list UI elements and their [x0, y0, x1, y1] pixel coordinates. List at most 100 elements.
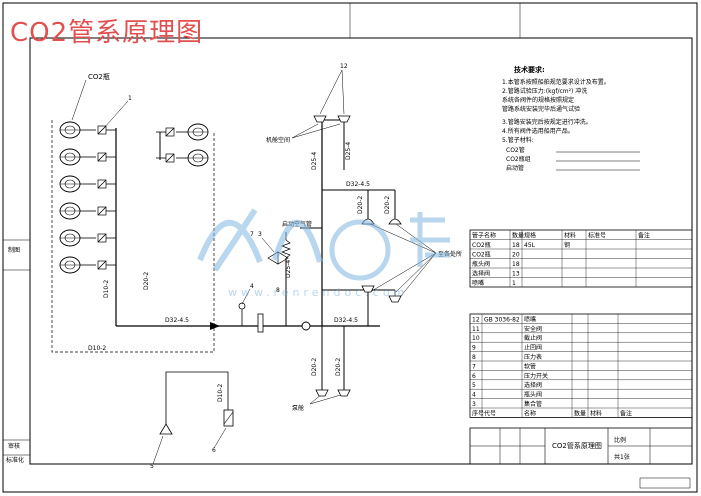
item-7-callout: 7 [250, 231, 254, 238]
pipe-label-5: D32-4.5 [346, 181, 370, 188]
leader [395, 252, 437, 303]
table-cell: 喷嘴 [472, 279, 484, 287]
table-cell: 4 [472, 392, 476, 399]
leader [71, 79, 87, 121]
table-cell: 11 [472, 326, 480, 333]
item-4-callout: 4 [250, 283, 254, 290]
nozzle-icon [388, 218, 402, 225]
table-cell: 45L [524, 242, 536, 249]
spray-room-label: 机舱空间 [266, 136, 290, 144]
table-cell: 18 [512, 242, 520, 249]
valve-callout: 1 [128, 95, 132, 102]
note-line-5: 4.所有阀件选用船用产品。 [502, 127, 574, 135]
note-line-0: 1.本管系按照船舶规范要求设计及布置。 [502, 78, 610, 86]
pipe-label-9: D25-4 [345, 142, 352, 160]
table-cell: 备注 [620, 409, 632, 417]
pipe-label-13: D10-2 [217, 384, 224, 402]
note-field-2: 启动管 [506, 164, 524, 172]
table-cell: 名称 [524, 409, 536, 417]
side-label-2: 标准化 [6, 456, 24, 464]
table-cell: 安全阀 [524, 325, 542, 333]
pipe-label-1: D10-2 [103, 280, 110, 298]
pipe-label-7: D20-2 [384, 196, 391, 214]
note-line-4: 3.管路安装完后按规定进行冲洗。 [502, 118, 592, 126]
table-cell: 压力表 [524, 353, 542, 361]
tee-junction-icon [301, 321, 311, 331]
leader [213, 427, 227, 449]
leader [152, 435, 164, 465]
note-field-0: CO2管 [506, 146, 525, 154]
table-cell: 管子名称 [472, 232, 496, 240]
bottle-valve-icon [97, 125, 116, 135]
pilot-cylinders [156, 123, 209, 167]
leader [319, 69, 343, 115]
table-cell: 20 [512, 252, 520, 259]
leader [395, 252, 437, 293]
table-cell: 规格 [524, 232, 536, 240]
table-cell: 集合管 [524, 400, 542, 408]
table-cell: 选择阀 [524, 381, 542, 389]
pipe-label-dashed: D10-2 [88, 345, 106, 352]
bottle-valve-icon [97, 179, 116, 189]
pilot-cylinder [187, 149, 209, 167]
table-cell: 备注 [638, 232, 650, 240]
table-cell: 瓶头阀 [524, 391, 542, 399]
item-5-callout: 5 [150, 463, 154, 470]
table-cell: 3 [472, 401, 476, 408]
title-block-scale: 比例 [614, 436, 626, 444]
note-line-3: 管路系统安装完毕后通气试验 [502, 105, 580, 113]
nozzles [313, 115, 402, 397]
co2-cylinder [59, 229, 81, 247]
pipe-label-3: D32-4.5 [165, 317, 189, 324]
pipe-label-2: D20-2 [143, 272, 150, 290]
nozzle-icon [315, 389, 329, 397]
co2-cylinder [59, 121, 81, 139]
leader [309, 393, 345, 405]
leader [241, 288, 251, 305]
table-cell: 材料 [590, 409, 602, 417]
title-block-sheet: 共1张 [614, 453, 630, 461]
title-block-name: CO2管系原理图 [552, 441, 602, 450]
nozzle-icon [337, 389, 351, 397]
pipe-label-4: D25-4 [285, 260, 292, 278]
table-cell: 标准号 [588, 232, 606, 240]
nozzle-icon [361, 285, 375, 293]
bottle-valve-icon [97, 233, 116, 243]
table-cell: CO2瓶 [472, 251, 491, 259]
item-8-callout: 8 [276, 287, 280, 294]
release-nozzle-icon [159, 423, 173, 435]
table-cell: 12 [472, 316, 480, 323]
pipe-label-11: D20-2 [311, 358, 318, 376]
side-label-0: 制图 [8, 246, 20, 254]
leader [261, 237, 275, 253]
page-title: CO2管系原理图 [10, 18, 204, 48]
spring-icon [281, 239, 291, 259]
table-cell: 钢 [564, 241, 570, 249]
leader [341, 69, 345, 115]
table-cell: CO2瓶 [472, 241, 491, 249]
pipe-label-8: D25-4 [311, 152, 318, 170]
table-cell: 截止阀 [524, 334, 542, 342]
cylinder-bank [59, 121, 116, 274]
bottle-valve-icon [97, 206, 116, 216]
table-cell: 数量 [512, 232, 524, 240]
item-3-callout: 3 [258, 231, 262, 238]
leader [291, 123, 319, 139]
filter-icon [257, 313, 264, 333]
pipe-label-10: D32-4.5 [334, 317, 358, 324]
table-cell: 6 [472, 373, 476, 380]
bottle-valve-icon [97, 152, 116, 162]
table-cell: 代号 [484, 409, 496, 417]
side-label-1: 审核 [8, 442, 20, 450]
nozzle-icon [337, 115, 351, 123]
notes-heading: 技术要求: [514, 65, 545, 74]
table-cell: 数量 [574, 409, 586, 417]
bottle-valve-icon [156, 153, 175, 163]
watermark: www.renrendoc.com [197, 208, 450, 299]
leader [103, 100, 129, 129]
cylinders-label: CO2瓶 [88, 72, 110, 81]
table-cell: 5 [472, 382, 476, 389]
table-cell: 选择阀 [472, 270, 490, 278]
